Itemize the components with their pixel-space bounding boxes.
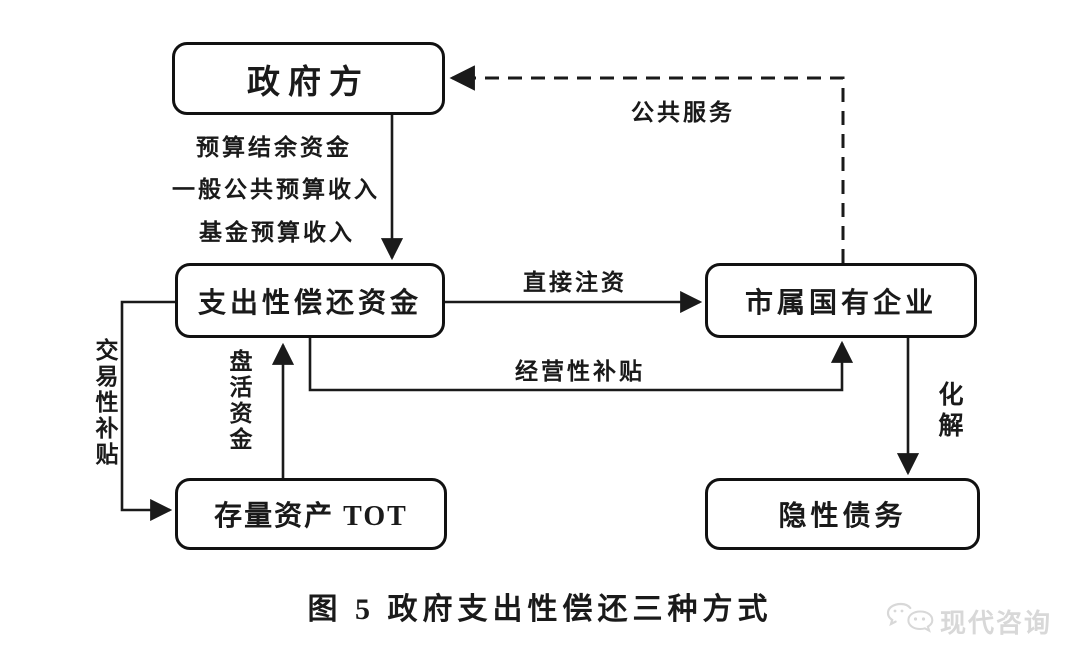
label-public-service: 公共服务 [631,100,735,125]
label-transactional-subsidy: 交易性补贴 [95,338,119,467]
label-resolve: 化解 [938,382,964,440]
chat-bubbles-icon [884,600,936,643]
node-expenditure-repayment-funds: 支出性偿还资金 [175,263,445,338]
modern-consulting-watermark: 现代咨询 [884,600,1052,643]
figure-caption: 图 5 政府支出性偿还三种方式 [307,593,773,626]
edge-soe-to-gov-dashed [449,65,845,263]
label-direct-capital-injection: 直接注资 [523,270,627,295]
watermark-text: 现代咨询 [940,608,1053,638]
label-revitalize-funds: 盘活资金 [229,349,253,452]
node-stock-assets-tot: 存量资产 TOT [175,478,447,550]
label-operating-subsidy: 经营性补贴 [515,359,645,384]
node-municipal-soe: 市属国有企业 [705,263,977,338]
edge-funds-to-soe-subsidy [308,337,854,392]
label-fund-budget-revenue: 基金预算收入 [199,220,355,245]
node-hidden-debt: 隐性债务 [705,478,980,550]
label-general-public-budget-revenue: 一般公共预算收入 [172,177,380,202]
label-budget-surplus-funds: 预算结余资金 [196,135,352,160]
node-government: 政府方 [172,42,445,115]
edge-funds-to-tot-subsidy [120,300,175,522]
